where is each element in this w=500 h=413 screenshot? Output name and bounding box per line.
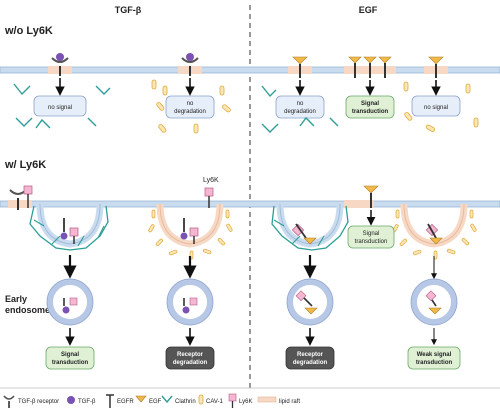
svg-text:transduction: transduction — [416, 360, 453, 366]
endosome-2 — [166, 278, 214, 326]
top-box-no-degradation-egf: no degradation — [275, 95, 325, 119]
svg-text:Receptor: Receptor — [297, 352, 324, 358]
bottom-membrane — [0, 200, 500, 208]
svg-text:degradation: degradation — [174, 109, 206, 115]
legend-egfr-text: EGFR — [117, 399, 134, 405]
header-tgfb: TGF-β — [115, 5, 142, 15]
legend-cav1-icon — [198, 394, 204, 405]
egfr-top-group — [292, 56, 444, 78]
svg-text:Signal: Signal — [363, 231, 380, 237]
endosome-4 — [410, 278, 458, 326]
legend-lipid-raft-icon — [257, 396, 277, 403]
caveola-pit-4 — [400, 203, 468, 248]
legend-tgfb-icon — [67, 396, 75, 404]
legend-clathrin-icon — [161, 395, 173, 404]
svg-text:no: no — [297, 101, 304, 107]
tgfb-receptor-surface — [9, 185, 33, 210]
svg-text:degradation: degradation — [173, 360, 208, 366]
svg-text:no: no — [187, 101, 194, 107]
svg-text:no signal: no signal — [48, 105, 72, 111]
top-membrane — [0, 66, 500, 74]
svg-text:Signal: Signal — [361, 101, 379, 107]
top-arrows — [55, 78, 441, 96]
legend: TGF-β receptor TGF-β EGFR EGF Clathrin C… — [3, 393, 300, 408]
svg-text:transduction: transduction — [355, 239, 388, 245]
egfr-ly6k-complex-pit3 — [291, 223, 317, 245]
svg-text:degradation: degradation — [293, 360, 328, 366]
tgfb-ly6k-complex-pit1 — [60, 218, 79, 244]
outcome-receptor-degradation-tgfb: Receptor degradation — [165, 346, 215, 370]
caveola-cav1-coat — [148, 209, 477, 260]
legend-tgfb-receptor-text: TGF-β receptor — [18, 399, 59, 405]
top-box-no-degradation-tgfb: no degradation — [165, 95, 215, 119]
endosome-1 — [46, 278, 94, 326]
legend-clathrin-text: Clathrin — [175, 399, 196, 405]
top-box-no-signal-tgfb: no signal — [33, 95, 87, 117]
outcome-signal-transduction: Signal transduction — [45, 346, 95, 370]
side-signal-transduction: Signal transduction — [347, 210, 395, 249]
scattered-cav1 — [151, 79, 479, 134]
row-label-without: w/o Ly6K — [4, 25, 53, 37]
svg-text:Receptor: Receptor — [177, 352, 204, 358]
tgfb-receptor-top-2 — [181, 53, 199, 76]
egfr-surface — [363, 185, 379, 208]
ly6k-label: Ly6K — [203, 177, 219, 184]
legend-lipid-raft-text: lipid raft — [279, 399, 300, 405]
outcome-weak-signal-transduction: Weak signal transduction — [407, 346, 461, 370]
ly6k-surface — [204, 187, 214, 208]
early-endosome-label-2: endosome — [5, 305, 50, 315]
legend-cav1-text: CAV-1 — [206, 399, 224, 405]
pit-to-endosome-arrows — [63, 255, 437, 280]
svg-text:transduction: transduction — [352, 109, 389, 115]
legend-egfr-icon — [106, 394, 114, 408]
early-endosome-label-1: Early — [5, 294, 27, 304]
svg-text:Signal: Signal — [61, 352, 79, 358]
tgfb-receptor-top-1 — [51, 53, 69, 76]
row-label-with: w/ Ly6K — [4, 159, 46, 171]
top-box-signal-transduction-egf: Signal transduction — [345, 95, 395, 119]
svg-text:transduction: transduction — [52, 360, 89, 366]
egfr-ly6k-complex-pit4 — [425, 223, 443, 245]
top-box-no-signal-egf: no signal — [411, 95, 461, 117]
legend-egf-text: EGF — [149, 399, 162, 405]
scattered-clathrin — [13, 83, 339, 133]
outcome-receptor-degradation-egf: Receptor degradation — [285, 346, 335, 370]
legend-tgfb-text: TGF-β — [78, 399, 96, 405]
svg-text:Weak signal: Weak signal — [417, 352, 452, 358]
clathrin-pit-1 — [29, 203, 109, 251]
caveola-pit-2 — [156, 203, 224, 248]
tgfb-ly6k-complex-pit2 — [180, 218, 199, 244]
legend-ly6k-text: Ly6K — [239, 399, 252, 405]
svg-text:no signal: no signal — [424, 105, 448, 111]
endosome-3 — [286, 278, 334, 326]
legend-egf-icon — [135, 395, 147, 403]
legend-tgfb-receptor-icon — [3, 395, 15, 408]
svg-text:degradation: degradation — [284, 109, 316, 115]
header-egf: EGF — [359, 5, 378, 15]
endosome-to-outcome-arrows — [65, 328, 437, 346]
legend-ly6k-icon — [228, 393, 237, 408]
